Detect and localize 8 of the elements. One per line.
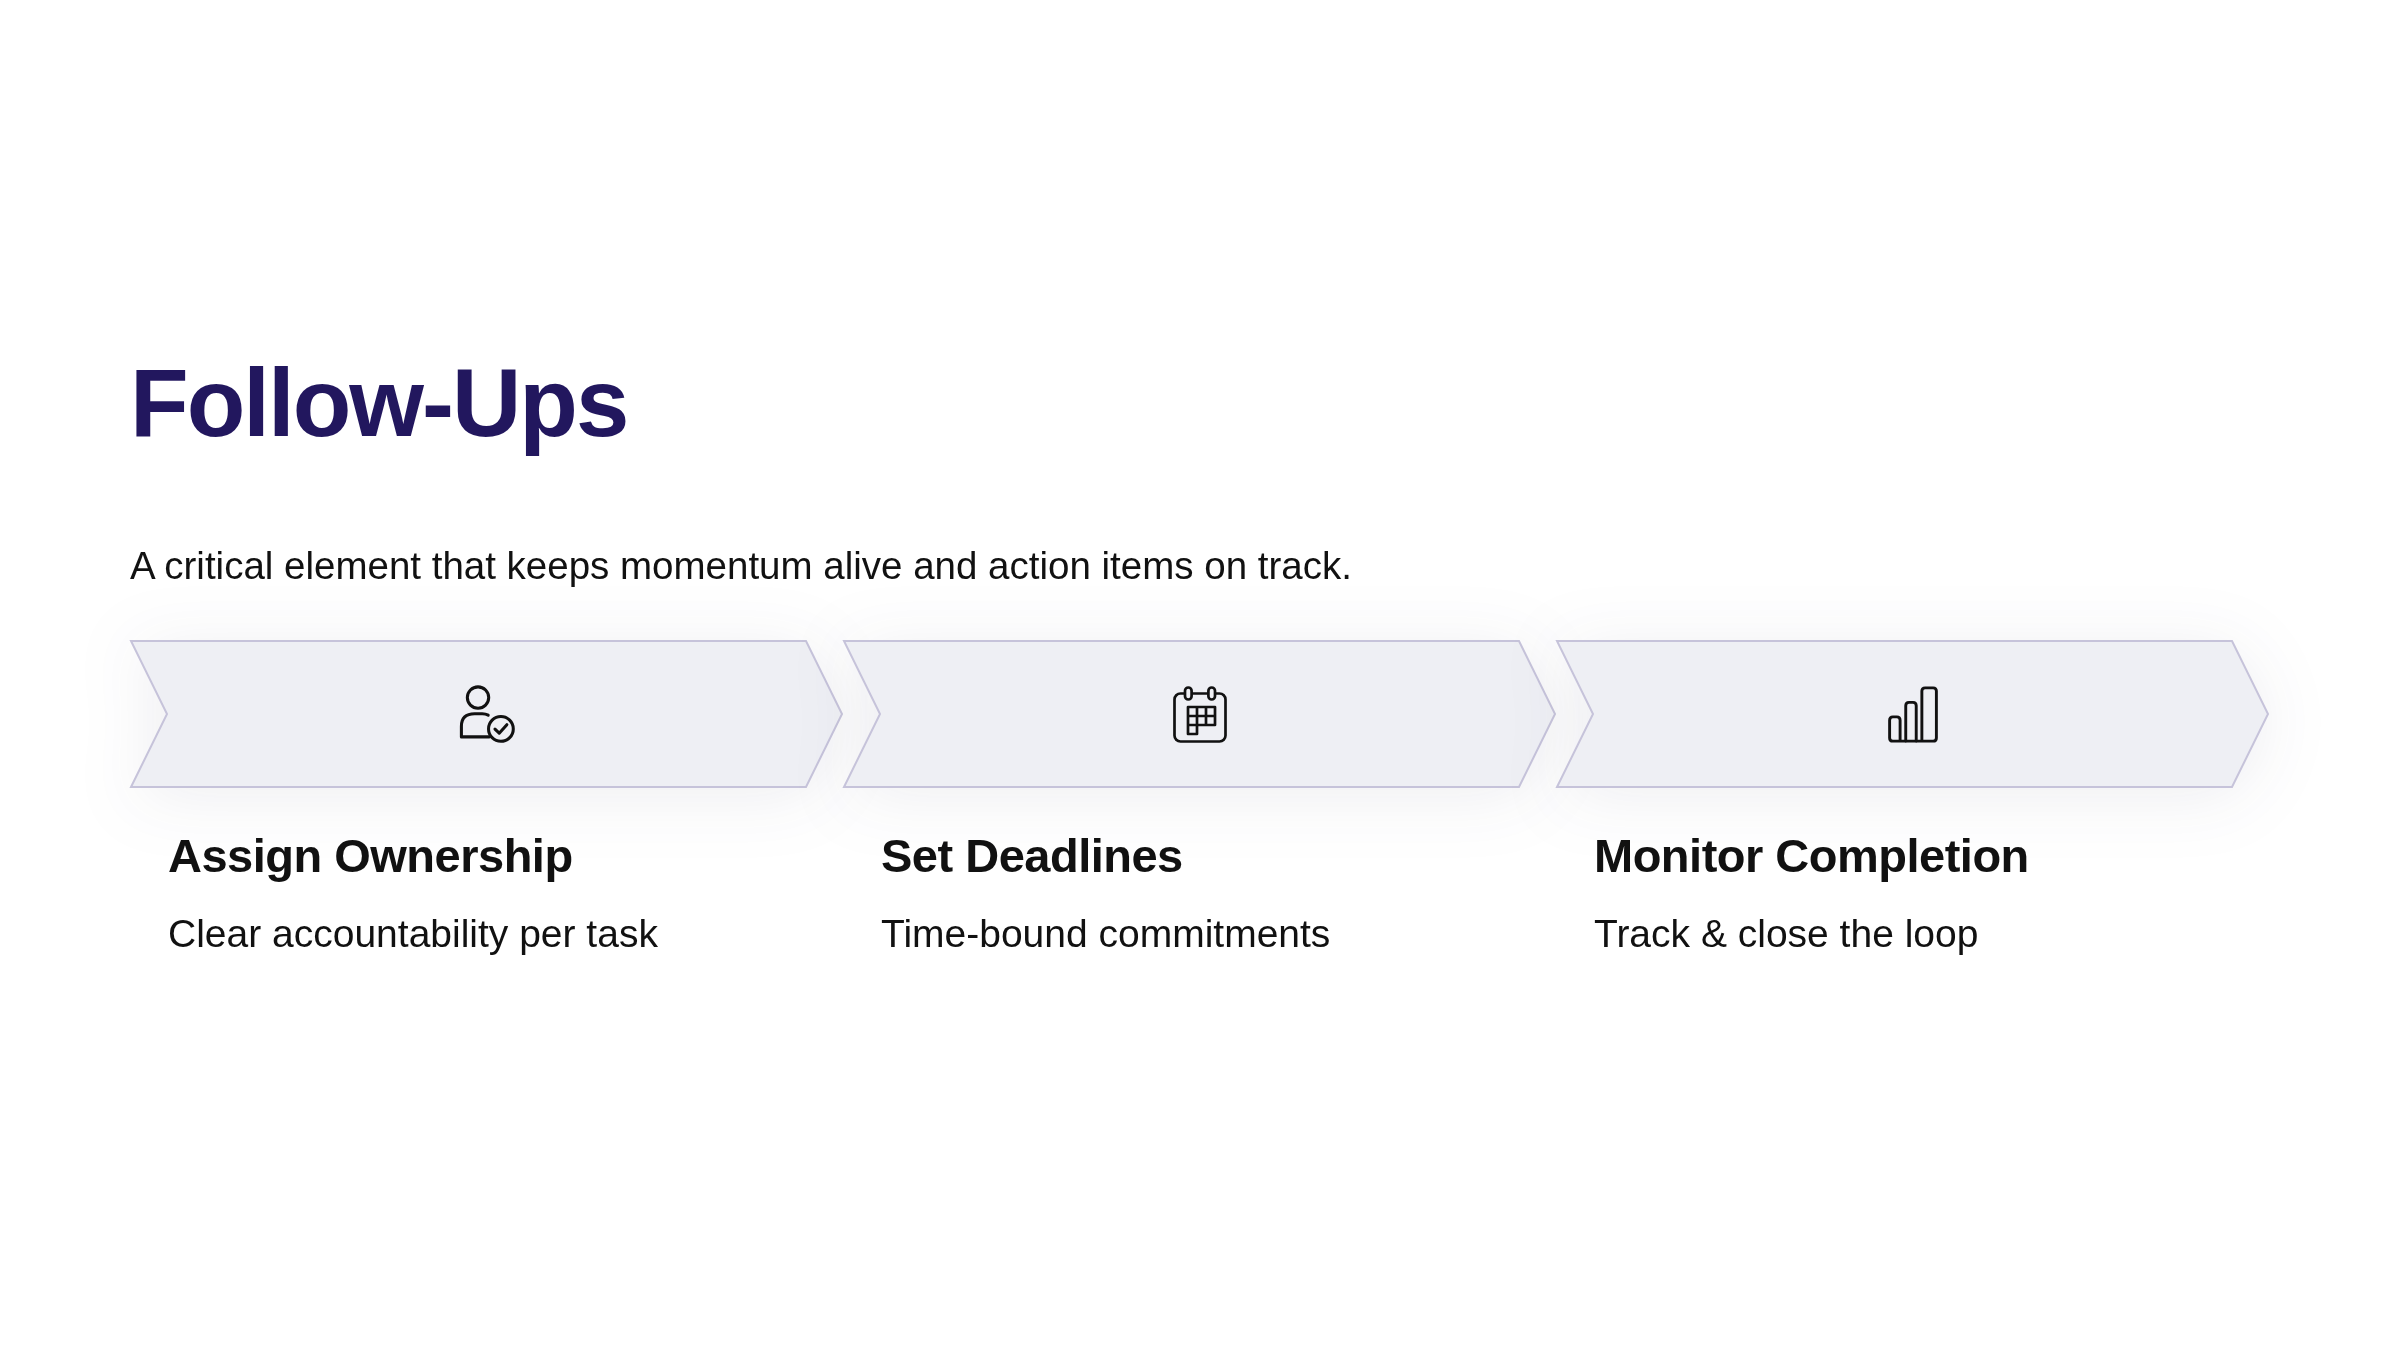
step-description: Track & close the loop <box>1594 911 1979 957</box>
step-title: Set Deadlines <box>881 828 1183 884</box>
step-description: Time-bound commitments <box>881 911 1331 957</box>
step-title: Monitor Completion <box>1594 828 2029 884</box>
subtitle-text: A critical element that keeps momentum alive and action items on track. <box>130 543 1352 589</box>
step-description: Clear accountability per task <box>168 911 658 957</box>
slide-title: Follow-Ups <box>130 348 629 458</box>
step-title: Assign Ownership <box>168 828 573 884</box>
